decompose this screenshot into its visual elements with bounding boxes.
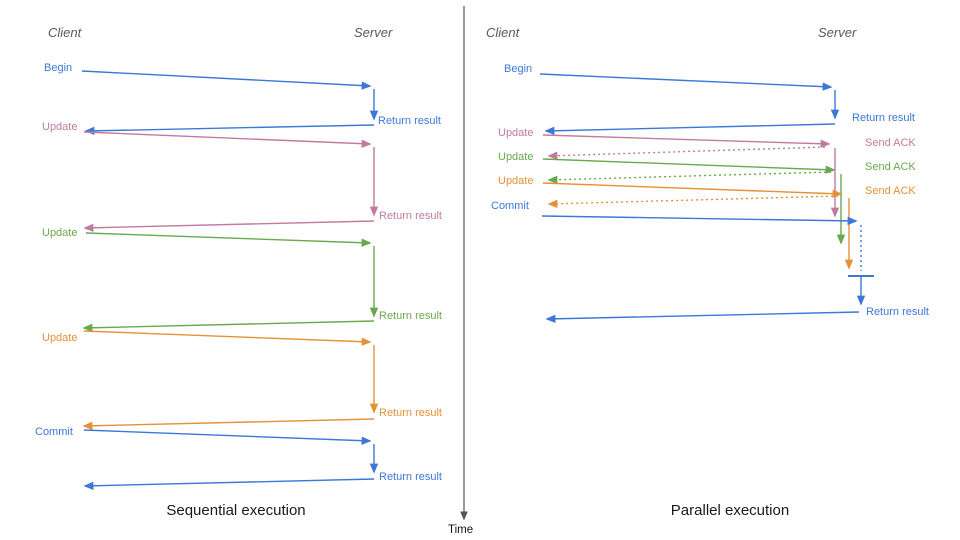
seq-begin-label: Begin [44, 62, 73, 74]
par-update3-request-arrow [542, 182, 843, 198]
par-update2-label: Update [498, 151, 534, 163]
seq-update3-response-arrow [82, 418, 375, 430]
seq-commit-request-arrow [83, 429, 372, 445]
seq-update2-response-label: Return result [379, 310, 442, 322]
left-client-header: Client [48, 25, 82, 40]
seq-commit-label: Commit [35, 426, 73, 438]
seq-update1-label: Update [42, 121, 78, 133]
seq-update2-response-arrow [82, 320, 375, 332]
seq-update1-request-arrow [83, 131, 372, 148]
time-axis-label: Time [448, 524, 474, 536]
seq-commit-response-arrow [83, 478, 375, 490]
seq-update3-request-arrow [83, 330, 372, 346]
par-commit-request-arrow [541, 215, 858, 226]
par-update3-ack-arrow [547, 195, 839, 208]
seq-update2-request-arrow [85, 232, 372, 247]
seq-begin-response-label: Return result [378, 115, 441, 127]
par-update2-ack-arrow [547, 171, 832, 184]
seq-begin-request-arrow [81, 70, 372, 90]
par-commit-response-arrow [545, 311, 860, 324]
parallel-execution-caption: Parallel execution [670, 502, 790, 519]
par-update1-request-arrow [542, 134, 831, 148]
par-begin-label: Begin [504, 63, 533, 75]
par-update1-label: Update [498, 127, 534, 139]
right-server-header: Server [818, 25, 857, 40]
par-update2-request-arrow [542, 158, 836, 174]
seq-update3-response-label: Return result [379, 407, 442, 419]
par-update3-ack-label: Send ACK [865, 185, 916, 197]
seq-update3-label: Update [42, 332, 78, 344]
par-commit-response-label: Return result [866, 306, 929, 318]
seq-update1-response-label: Return result [379, 210, 442, 222]
par-begin-response-arrow [544, 123, 836, 135]
par-update1-ack-label: Send ACK [865, 137, 916, 149]
seq-begin-response-arrow [84, 124, 375, 136]
seq-commit-response-label: Return result [379, 471, 442, 483]
seq-update1-response-arrow [83, 220, 375, 232]
par-update2-ack-label: Send ACK [865, 161, 916, 173]
par-begin-request-arrow [539, 73, 833, 91]
par-update3-label: Update [498, 175, 534, 187]
par-commit-label: Commit [491, 200, 529, 212]
seq-update2-label: Update [42, 227, 78, 239]
par-begin-response-label: Return result [852, 112, 915, 124]
left-server-header: Server [354, 25, 393, 40]
right-client-header: Client [486, 25, 520, 40]
par-update1-ack-arrow [547, 146, 826, 160]
sequential-execution-caption: Sequential execution [166, 502, 306, 519]
